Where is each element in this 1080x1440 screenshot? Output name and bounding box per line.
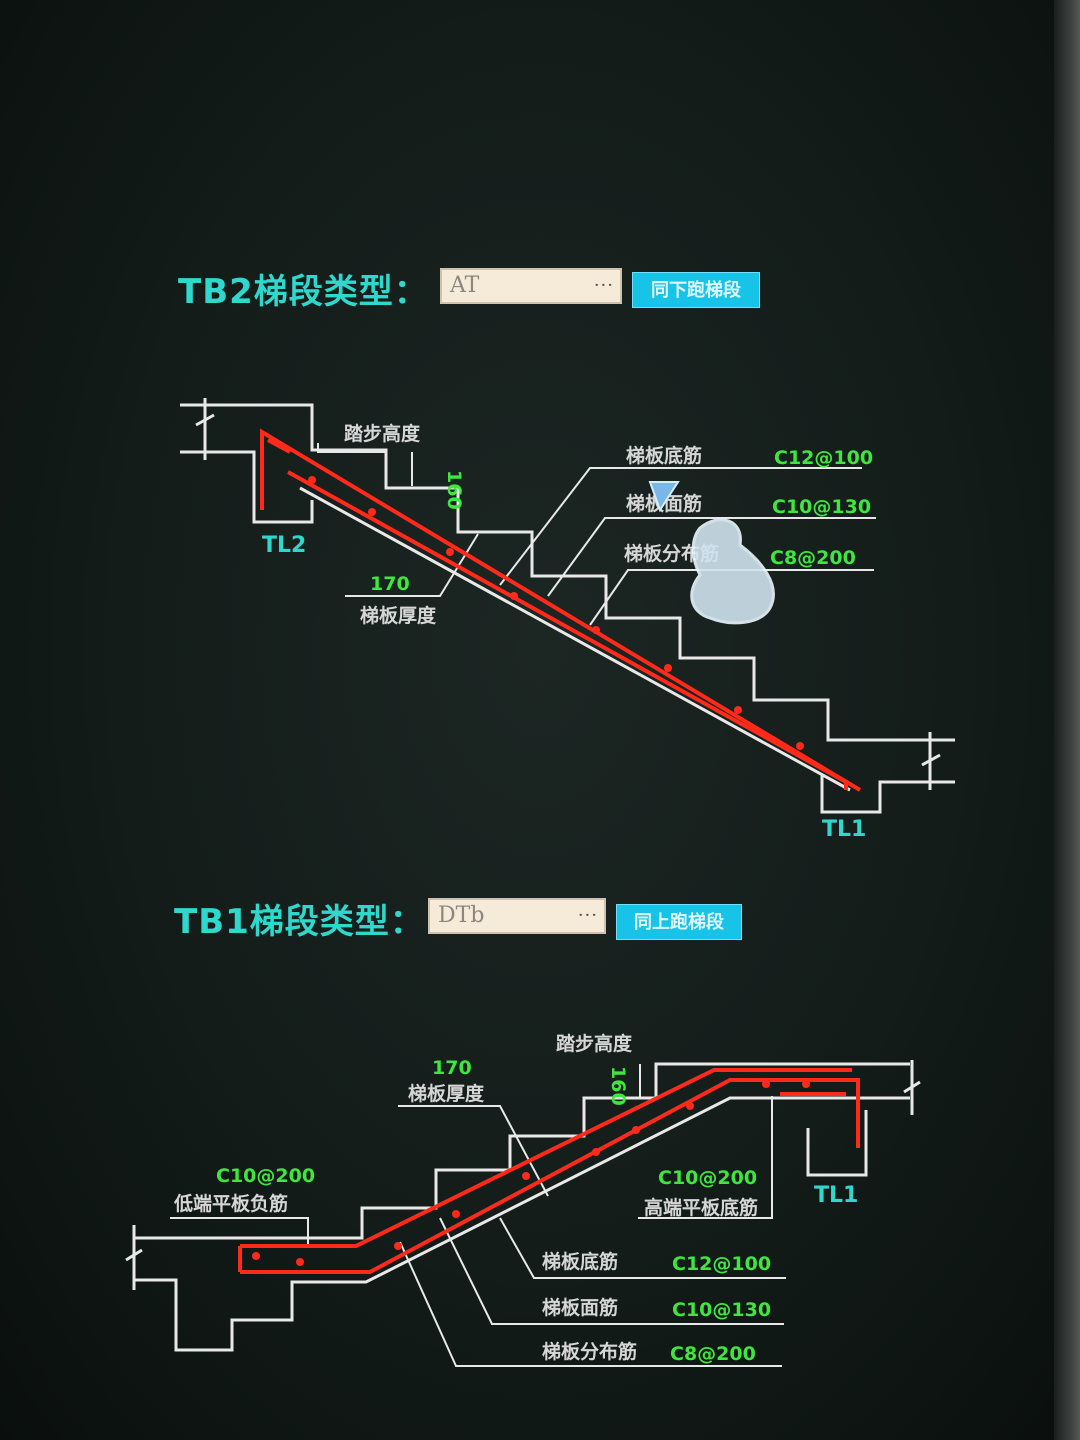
- tb2-type-combo[interactable]: AT ···: [440, 268, 622, 304]
- tb1-low-neg-value: C10@200: [216, 1165, 315, 1187]
- tb1-step-height-value: 160: [607, 1066, 629, 1106]
- tb2-dist-rebar-value: C8@200: [770, 547, 856, 569]
- tb1-beam-label: TL1: [814, 1183, 858, 1208]
- tb2-beam-bottom-label: TL1: [822, 817, 866, 842]
- tb1-rebar: [238, 1068, 860, 1274]
- tb2-type-value: AT: [450, 273, 480, 298]
- tb1-step-height-label: 踏步高度: [556, 1032, 633, 1055]
- tb1-high-bottom-value: C10@200: [658, 1167, 757, 1189]
- tb2-step-height-label: 踏步高度: [344, 422, 421, 445]
- tb2-type-label: TB2梯段类型：: [178, 272, 429, 312]
- tb1-slab-thickness-value: 170: [432, 1057, 472, 1079]
- tb1-combo-ellipsis-button[interactable]: ···: [577, 905, 598, 926]
- tb2-beam-top-label: TL2: [262, 533, 306, 558]
- tb2-outline: [180, 398, 955, 814]
- tb1-same-as-upper-button[interactable]: 同上跑梯段: [616, 904, 742, 940]
- tb2-slab-thickness-value: 170: [370, 573, 410, 595]
- tb1-high-bottom-label: 高端平板底筋: [644, 1196, 758, 1219]
- tb1-outline: [125, 1060, 921, 1352]
- tb2-combo-ellipsis-button[interactable]: ···: [593, 275, 614, 296]
- tb2-same-as-lower-button[interactable]: 同下跑梯段: [632, 272, 760, 308]
- tb2-top-rebar-value: C10@130: [772, 496, 871, 518]
- tb1-dist-rebar-label: 梯板分布筋: [542, 1340, 637, 1363]
- tb1-slab-thickness-label: 梯板厚度: [408, 1082, 485, 1105]
- tb1-rebar-dots: [252, 1080, 810, 1266]
- monitor-bezel: [1054, 0, 1080, 1440]
- tb1-dist-rebar-value: C8@200: [670, 1343, 756, 1365]
- tb1-leader-lines: [170, 1064, 786, 1367]
- tb2-bottom-rebar-label: 梯板底筋: [626, 444, 702, 467]
- tb1-type-label: TB1梯段类型：: [174, 902, 425, 942]
- tb1-low-neg-label: 低端平板负筋: [173, 1192, 288, 1215]
- tb2-rebar-dots: [308, 476, 804, 750]
- tb1-top-rebar-label: 梯板面筋: [542, 1296, 618, 1319]
- tb1-top-rebar-value: C10@130: [672, 1299, 771, 1321]
- cursor-icon: [648, 481, 775, 625]
- tb1-type-combo[interactable]: DTb ···: [428, 898, 606, 934]
- tb2-leader-lines: [317, 443, 876, 626]
- tb2-slab-thickness-label: 梯板厚度: [360, 604, 437, 627]
- tb1-type-value: DTb: [438, 903, 485, 928]
- tb2-step-height-value: 160: [443, 470, 465, 510]
- tb1-bottom-rebar-value: C12@100: [672, 1253, 771, 1275]
- tb2-rebar: [260, 428, 862, 792]
- tb2-bottom-rebar-value: C12@100: [774, 447, 873, 469]
- tb1-bottom-rebar-label: 梯板底筋: [542, 1250, 618, 1273]
